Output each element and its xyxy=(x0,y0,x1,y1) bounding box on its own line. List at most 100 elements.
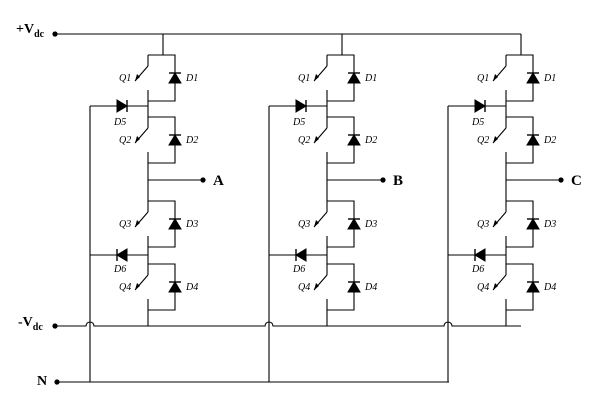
output-terminal xyxy=(380,177,386,183)
output-label: A xyxy=(213,173,224,189)
d5-label: D5 xyxy=(113,117,126,128)
d6-label: D6 xyxy=(292,264,305,275)
output-label: B xyxy=(393,173,403,189)
D4-label: D4 xyxy=(364,282,377,293)
D4-branch-wire xyxy=(148,263,176,311)
q4-switch-cell: Q4 D4 xyxy=(119,263,198,311)
D2-label: D2 xyxy=(364,135,377,146)
dc-rails xyxy=(52,31,521,385)
D2-branch-wire xyxy=(506,116,534,164)
neutral-label: N xyxy=(37,374,47,389)
D4-diode-symbol xyxy=(526,281,540,293)
q3-label: Q3 xyxy=(298,219,310,230)
output-terminal xyxy=(558,177,564,183)
q1-arrow-head xyxy=(135,74,140,81)
D2-label: D2 xyxy=(185,135,198,146)
q4-arrow-head xyxy=(314,283,319,290)
D3-label: D3 xyxy=(543,219,556,230)
positive-rail-terminal xyxy=(52,31,58,37)
D1-branch-wire xyxy=(327,54,355,102)
q3-label: Q3 xyxy=(119,219,131,230)
D3-diode-symbol xyxy=(526,218,540,230)
q2-label: Q2 xyxy=(477,135,489,146)
q3-label: Q3 xyxy=(477,219,489,230)
q1-label: Q1 xyxy=(298,73,310,84)
q1-arrow-head xyxy=(493,74,498,81)
D4-label: D4 xyxy=(543,282,556,293)
q4-label: Q4 xyxy=(119,282,131,293)
d5-diode-symbol xyxy=(116,99,128,113)
q2-arrow-head xyxy=(493,136,498,143)
D4-branch-wire xyxy=(506,263,534,311)
positive-rail-label: +Vdc xyxy=(16,22,45,40)
d6-diode-symbol xyxy=(116,248,128,262)
d5-label: D5 xyxy=(471,117,484,128)
q3-switch-cell: Q3 D3 xyxy=(298,200,377,248)
D1-branch-wire xyxy=(148,54,176,102)
q2-arrow-head xyxy=(314,136,319,143)
q1-label: Q1 xyxy=(477,73,489,84)
D2-diode-symbol xyxy=(168,134,182,146)
q3-switch-cell: Q3 D3 xyxy=(477,200,556,248)
D2-label: D2 xyxy=(543,135,556,146)
q3-switch-cell: Q3 D3 xyxy=(119,200,198,248)
negative-rail-terminal xyxy=(52,323,58,329)
d5-label: D5 xyxy=(292,117,305,128)
q4-switch-cell: Q4 D4 xyxy=(298,263,377,311)
D1-label: D1 xyxy=(364,73,377,84)
output-label: C xyxy=(571,173,582,189)
D2-branch-wire xyxy=(327,116,355,164)
d6-label: D6 xyxy=(471,264,484,275)
negative-rail-label: -Vdc xyxy=(18,315,43,333)
q1-switch-cell: Q1 D1 xyxy=(298,54,377,102)
D3-label: D3 xyxy=(364,219,377,230)
D2-branch-wire xyxy=(148,116,176,164)
q4-arrow-head xyxy=(135,283,140,290)
D1-diode-symbol xyxy=(526,72,540,84)
D2-diode-symbol xyxy=(347,134,361,146)
q1-label: Q1 xyxy=(119,73,131,84)
q2-switch-cell: Q2 D2 xyxy=(477,116,556,164)
q2-label: Q2 xyxy=(298,135,310,146)
D4-diode-symbol xyxy=(168,281,182,293)
D3-branch-wire xyxy=(506,200,534,248)
d5-diode-symbol xyxy=(474,99,486,113)
D1-branch-wire xyxy=(506,54,534,102)
q2-switch-cell: Q2 D2 xyxy=(119,116,198,164)
D4-branch-wire xyxy=(327,263,355,311)
D4-diode-symbol xyxy=(347,281,361,293)
d6-label: D6 xyxy=(113,264,126,275)
D3-branch-wire xyxy=(148,200,176,248)
q3-arrow-head xyxy=(493,220,498,227)
output-terminal xyxy=(200,177,206,183)
D3-diode-symbol xyxy=(168,218,182,230)
D4-label: D4 xyxy=(185,282,198,293)
D3-label: D3 xyxy=(185,219,198,230)
D1-diode-symbol xyxy=(168,72,182,84)
neutral-terminal xyxy=(54,379,60,385)
d6-diode-symbol xyxy=(474,248,486,262)
D2-diode-symbol xyxy=(526,134,540,146)
q4-arrow-head xyxy=(493,283,498,290)
q3-arrow-head xyxy=(135,220,140,227)
d6-diode-symbol xyxy=(295,248,307,262)
D1-label: D1 xyxy=(185,73,198,84)
q2-label: Q2 xyxy=(119,135,131,146)
q1-switch-cell: Q1 D1 xyxy=(119,54,198,102)
q1-arrow-head xyxy=(314,74,319,81)
q1-switch-cell: Q1 D1 xyxy=(477,54,556,102)
q4-label: Q4 xyxy=(298,282,310,293)
d5-diode-symbol xyxy=(295,99,307,113)
q2-arrow-head xyxy=(135,136,140,143)
q2-switch-cell: Q2 D2 xyxy=(298,116,377,164)
D1-diode-symbol xyxy=(347,72,361,84)
D1-label: D1 xyxy=(543,73,556,84)
q3-arrow-head xyxy=(314,220,319,227)
D3-diode-symbol xyxy=(347,218,361,230)
